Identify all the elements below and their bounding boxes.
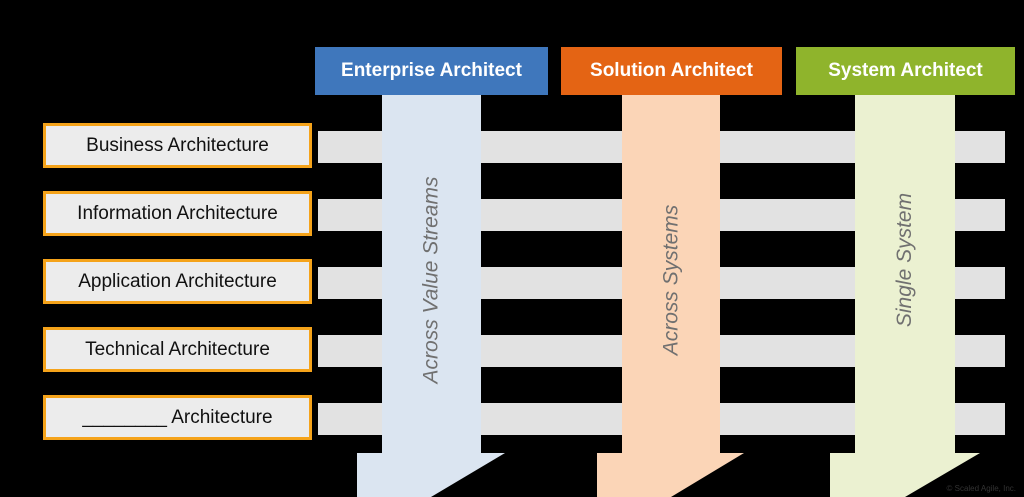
enterprise-architect-header: Enterprise Architect [315,47,548,95]
solution-arrow [597,92,744,497]
row-label-technical: Technical Architecture [43,327,312,372]
arrow-label-single-system: Single System [893,192,917,328]
enterprise-arrow [357,92,505,497]
row-label-blank: ________ Architecture [43,395,312,440]
system-arrow [830,92,980,497]
solution-architect-header: Solution Architect [561,47,782,95]
system-architect-header: System Architect [796,47,1015,95]
row-label-business: Business Architecture [43,123,312,168]
row-label-application: Application Architecture [43,259,312,304]
arrow-label-across-value-streams: Across Value Streams [419,176,443,384]
row-label-information: Information Architecture [43,191,312,236]
arrow-label-across-systems: Across Systems [659,204,682,356]
copyright-notice: © Scaled Agile, Inc. [946,484,1017,493]
